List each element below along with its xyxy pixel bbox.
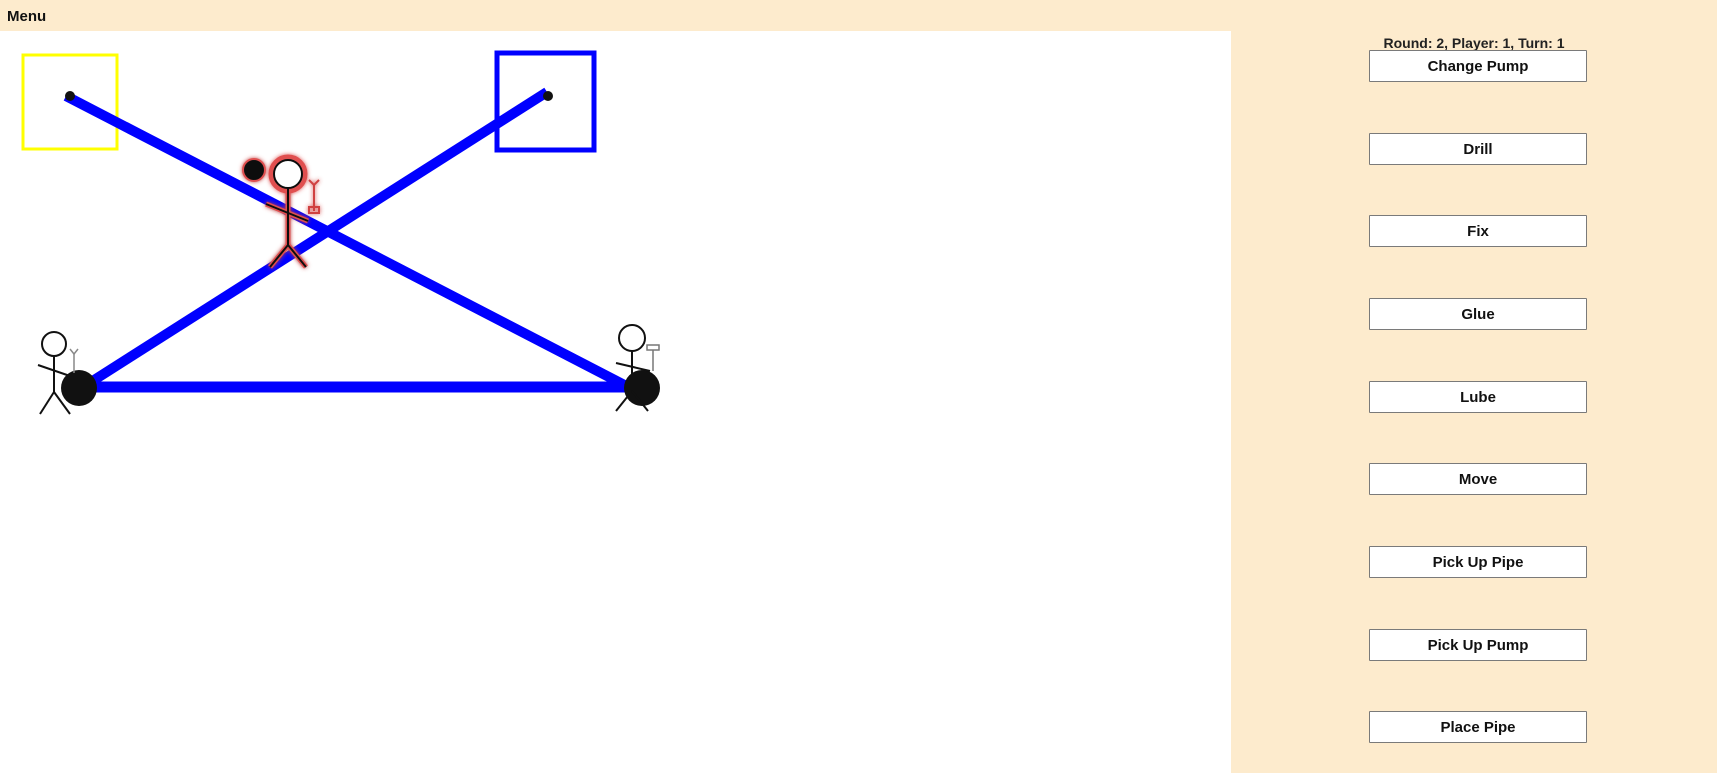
fix-button[interactable]: Fix [1369, 215, 1587, 247]
pick-up-pipe-button[interactable]: Pick Up Pipe [1369, 546, 1587, 578]
hammer-icon [646, 344, 660, 371]
change-pump-button[interactable]: Change Pump [1369, 50, 1587, 82]
move-button[interactable]: Move [1369, 463, 1587, 495]
game-board[interactable] [0, 31, 1231, 773]
menu-button[interactable]: Menu [7, 8, 47, 25]
wrench-icon [308, 179, 320, 214]
pipe-end-node [543, 91, 553, 101]
round-status: Round: 2, Player: 1, Turn: 1 [1383, 35, 1565, 51]
board-canvas[interactable] [0, 31, 1231, 773]
lube-button[interactable]: Lube [1369, 381, 1587, 413]
place-pipe-button[interactable]: Place Pipe [1369, 711, 1587, 743]
cistern-node[interactable] [61, 370, 97, 406]
pipe[interactable] [77, 87, 550, 394]
wrench-icon [69, 348, 79, 373]
active-player-figure[interactable] [242, 154, 320, 269]
plumber-figure[interactable] [37, 331, 71, 415]
held-item-icon [242, 158, 266, 182]
action-panel: Round: 2, Player: 1, Turn: 1 Change Pump… [1231, 31, 1717, 773]
spring-icon[interactable] [21, 53, 119, 151]
cistern-node[interactable] [624, 370, 660, 406]
pump-icon[interactable] [494, 50, 597, 153]
menu-bar: Menu [0, 0, 1717, 31]
pipe-end-node [65, 91, 75, 101]
pipe[interactable] [63, 91, 641, 397]
saboteur-figure[interactable] [615, 324, 651, 412]
pick-up-pump-button[interactable]: Pick Up Pump [1369, 629, 1587, 661]
drill-button[interactable]: Drill [1369, 133, 1587, 165]
glue-button[interactable]: Glue [1369, 298, 1587, 330]
